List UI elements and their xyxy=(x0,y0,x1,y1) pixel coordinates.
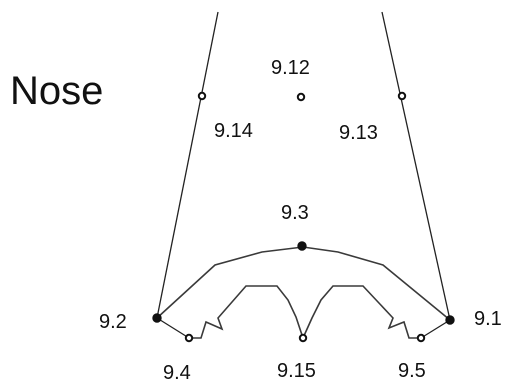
label-9-5: 9.5 xyxy=(398,360,426,382)
label-9-13: 9.13 xyxy=(339,122,378,144)
feature-point-9-2 xyxy=(152,313,162,323)
feature-point-9-13 xyxy=(397,91,407,101)
left-base-stroke xyxy=(156,317,190,339)
nose-inner-contour xyxy=(189,285,421,341)
feature-point-9-4 xyxy=(184,333,194,343)
nose-right-side-line xyxy=(381,11,451,321)
label-9-2: 9.2 xyxy=(99,311,127,333)
feature-point-9-12 xyxy=(296,92,306,102)
label-9-15: 9.15 xyxy=(277,360,316,382)
right-base-stroke xyxy=(420,319,451,339)
label-9-3: 9.3 xyxy=(281,202,309,224)
feature-point-9-14 xyxy=(197,91,207,101)
label-9-4: 9.4 xyxy=(163,362,191,384)
nose-outer-contour xyxy=(156,246,451,321)
label-9-14: 9.14 xyxy=(214,120,253,142)
nose-left-side-line xyxy=(156,11,219,319)
diagram-title: Nose xyxy=(10,69,103,113)
feature-point-9-15 xyxy=(298,333,308,343)
feature-point-9-3 xyxy=(297,241,307,251)
feature-point-9-1 xyxy=(445,315,455,325)
label-9-12: 9.12 xyxy=(271,57,310,79)
feature-point-9-5 xyxy=(416,333,426,343)
label-9-1: 9.1 xyxy=(474,308,502,330)
